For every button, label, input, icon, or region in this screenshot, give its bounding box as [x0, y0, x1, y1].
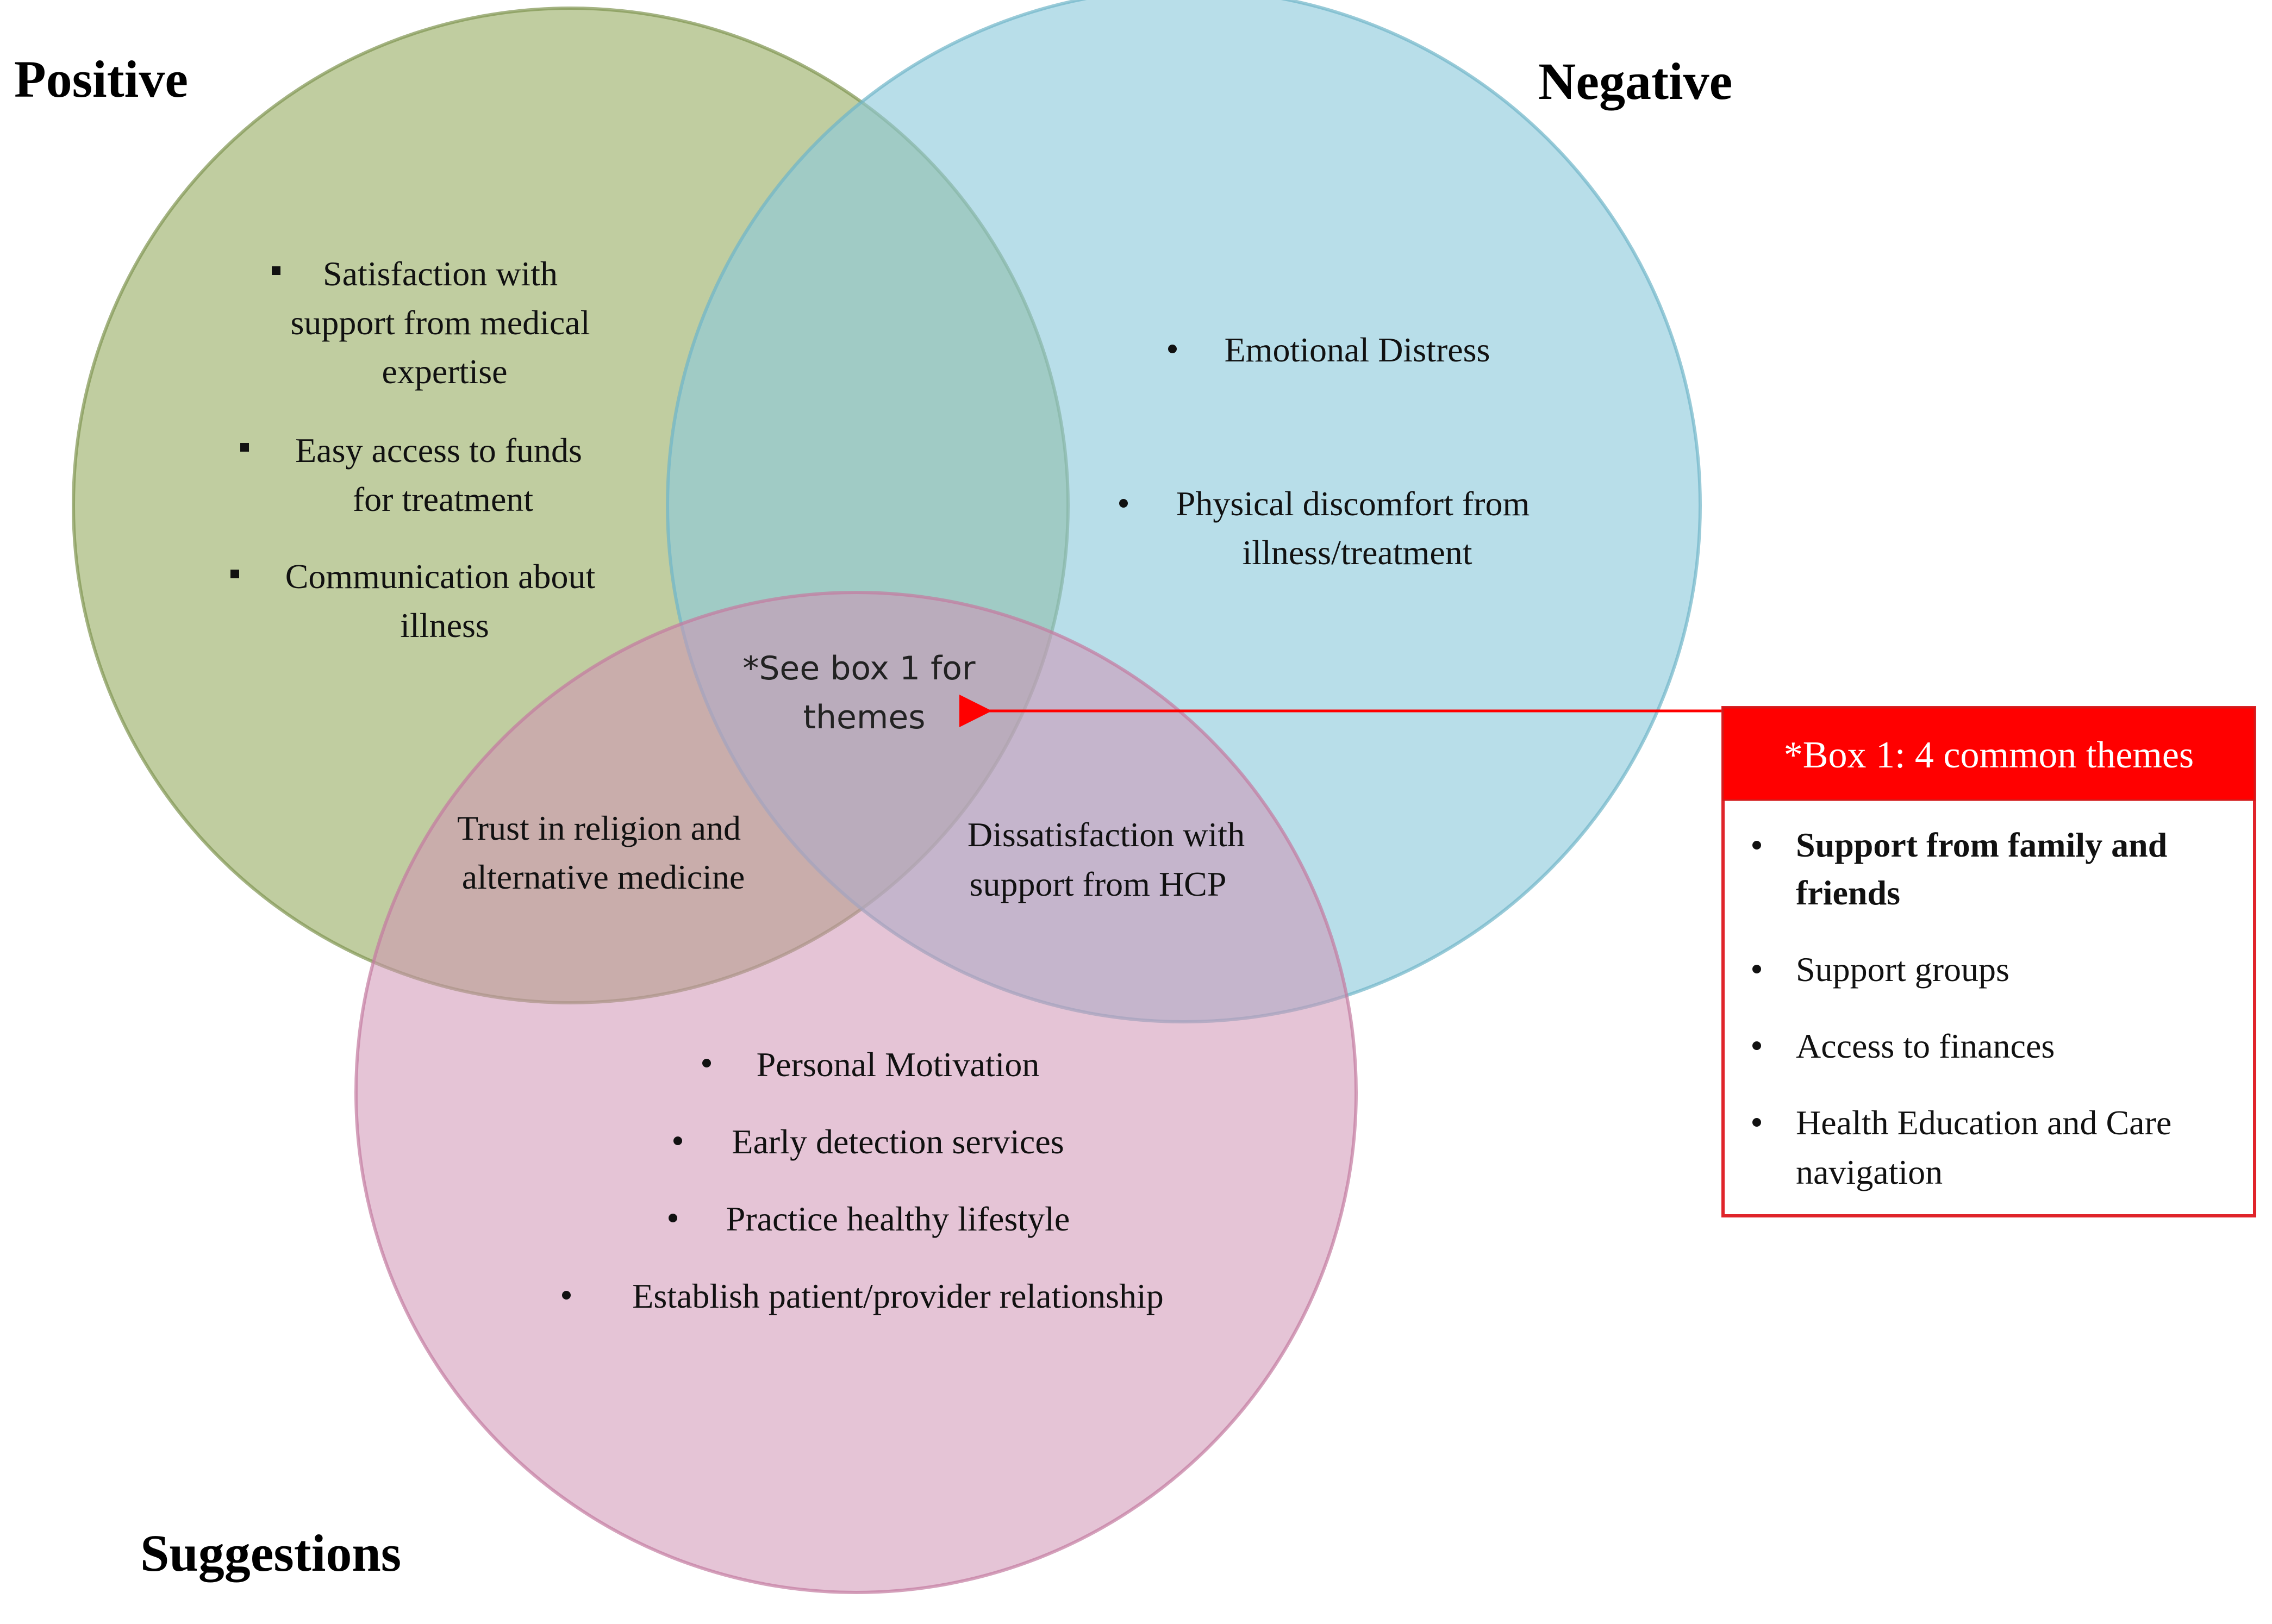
- round-bullet-icon: [1168, 345, 1177, 353]
- positive-item-2: Easy access to funds for treatment: [295, 431, 591, 519]
- suggestions-item-3: Practice healthy lifestyle: [726, 1200, 1070, 1238]
- square-bullet-icon: [230, 570, 239, 578]
- round-bullet-icon: [1752, 965, 1761, 973]
- center-overlap-text: *See box 1 for themes: [742, 649, 985, 736]
- positive-suggestions-overlap-text: Trust in religion and alternative medici…: [457, 809, 750, 896]
- suggestions-item-1: Personal Motivation: [757, 1045, 1040, 1084]
- round-bullet-icon: [702, 1059, 711, 1067]
- round-bullet-icon: [1752, 1041, 1761, 1050]
- round-bullet-icon: [1119, 499, 1128, 508]
- suggestions-item-2: Early detection services: [732, 1122, 1064, 1161]
- round-bullet-icon: [669, 1214, 677, 1222]
- box1-item-2: Support groups: [1796, 950, 2009, 989]
- positive-label: Positive: [14, 50, 188, 108]
- box1-item-4: Health Education and Care navigation: [1796, 1103, 2180, 1191]
- round-bullet-icon: [1752, 1118, 1761, 1127]
- box1-title-bar: [1722, 707, 2256, 801]
- negative-item-2: Physical discomfort from illness/treatme…: [1176, 484, 1539, 572]
- round-bullet-icon: [1752, 841, 1761, 850]
- suggestions-label: Suggestions: [140, 1524, 401, 1582]
- box1-item-3: Access to finances: [1796, 1027, 2055, 1065]
- round-bullet-icon: [562, 1291, 571, 1300]
- suggestions-circle: [354, 591, 1358, 1594]
- box1: *Box 1: 4 common themes Support from fam…: [1721, 706, 2256, 1217]
- negative-suggestions-overlap-text: Dissatisfaction with support from HCP: [968, 815, 1253, 903]
- round-bullet-icon: [673, 1136, 682, 1145]
- box1-item-1: Support from family and friends: [1796, 826, 2176, 912]
- negative-items: Emotional Distress Physical discomfort f…: [1119, 330, 1539, 572]
- negative-item-1: Emotional Distress: [1225, 330, 1490, 369]
- square-bullet-icon: [240, 443, 249, 452]
- negative-label: Negative: [1538, 52, 1732, 110]
- square-bullet-icon: [272, 266, 280, 275]
- positive-item-3: Communication about illness: [285, 557, 604, 645]
- positive-item-1: Satisfaction with support from medical e…: [291, 254, 599, 391]
- suggestions-item-4: Establish patient/provider relationship: [632, 1277, 1164, 1315]
- positive-items: Satisfaction with support from medical e…: [230, 254, 604, 645]
- box1-title: *Box 1: 4 common themes: [1784, 734, 2194, 776]
- suggestions-items: Personal Motivation Early detection serv…: [562, 1045, 1164, 1315]
